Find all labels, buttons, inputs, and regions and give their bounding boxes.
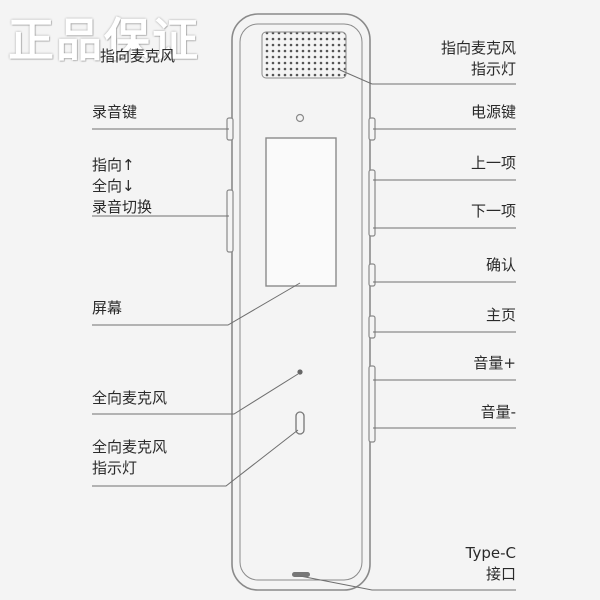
sensor-dot: [295, 113, 305, 123]
label-record-key: 录音键: [92, 103, 138, 121]
label-omni-mic-indicator: 全向麦克风 指示灯: [92, 438, 168, 477]
device-body: [231, 13, 371, 591]
label-top-left-partial: 指向麦克风: [100, 47, 176, 65]
label-home: 主页: [485, 306, 516, 324]
screen-area: [265, 137, 337, 287]
label-omni-mic: 全向麦克风: [92, 389, 168, 407]
label-screen: 屏幕: [92, 299, 123, 317]
omni-mic-hole: [297, 369, 303, 375]
left-side-buttons: [226, 117, 234, 253]
label-power-key: 电源键: [470, 103, 516, 121]
label-typec-port: Type-C 接口: [465, 544, 516, 583]
label-directional-mic-indicator: 指向麦克风 指示灯: [440, 39, 516, 78]
label-volume-up: 音量+: [473, 354, 516, 372]
label-mode-switch: 指向↑ 全向↓ 录音切换: [92, 156, 153, 216]
omni-mic-indicator-light: [295, 411, 305, 435]
label-next-item: 下一项: [470, 202, 516, 220]
watermark-text: 正品保证: [8, 13, 200, 67]
typec-port: [292, 572, 310, 577]
label-confirm: 确认: [485, 256, 516, 274]
label-volume-down: 音量-: [480, 403, 516, 421]
mic-grille: [261, 31, 347, 79]
label-prev-item: 上一项: [470, 154, 516, 172]
leader-lines: [92, 69, 516, 591]
